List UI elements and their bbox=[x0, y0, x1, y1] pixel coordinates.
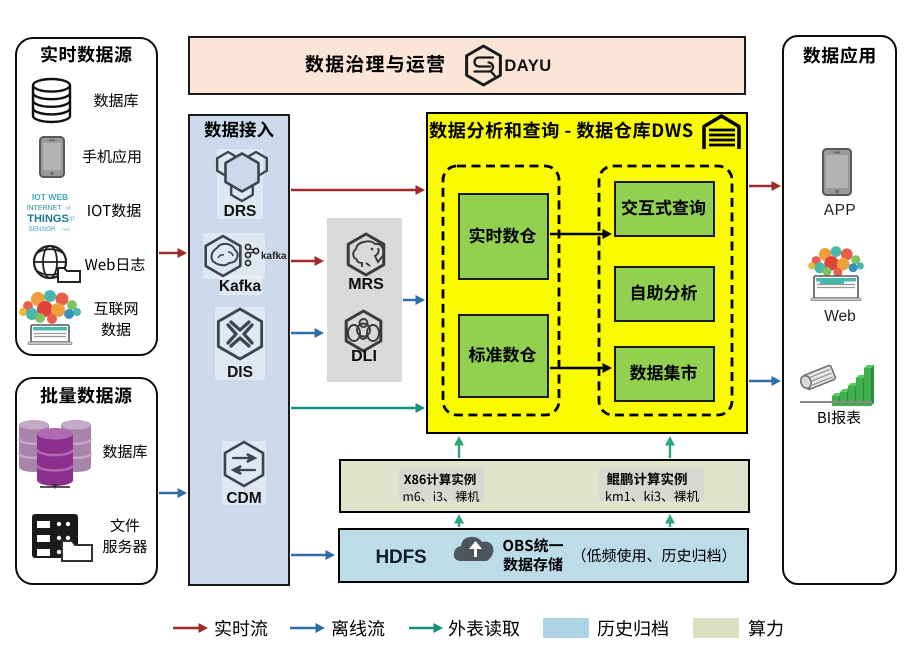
svg-text:IP: IP bbox=[69, 217, 75, 223]
svg-text:INTERNET: INTERNET bbox=[27, 205, 63, 212]
svg-text:net: net bbox=[62, 227, 70, 233]
svg-text:SENSOR: SENSOR bbox=[28, 226, 56, 233]
svg-text:IOT WEB: IOT WEB bbox=[32, 192, 68, 202]
svg-text:kafka: kafka bbox=[261, 251, 287, 262]
svg-text:THINGS: THINGS bbox=[27, 213, 69, 225]
svg-text:of: of bbox=[65, 206, 70, 212]
